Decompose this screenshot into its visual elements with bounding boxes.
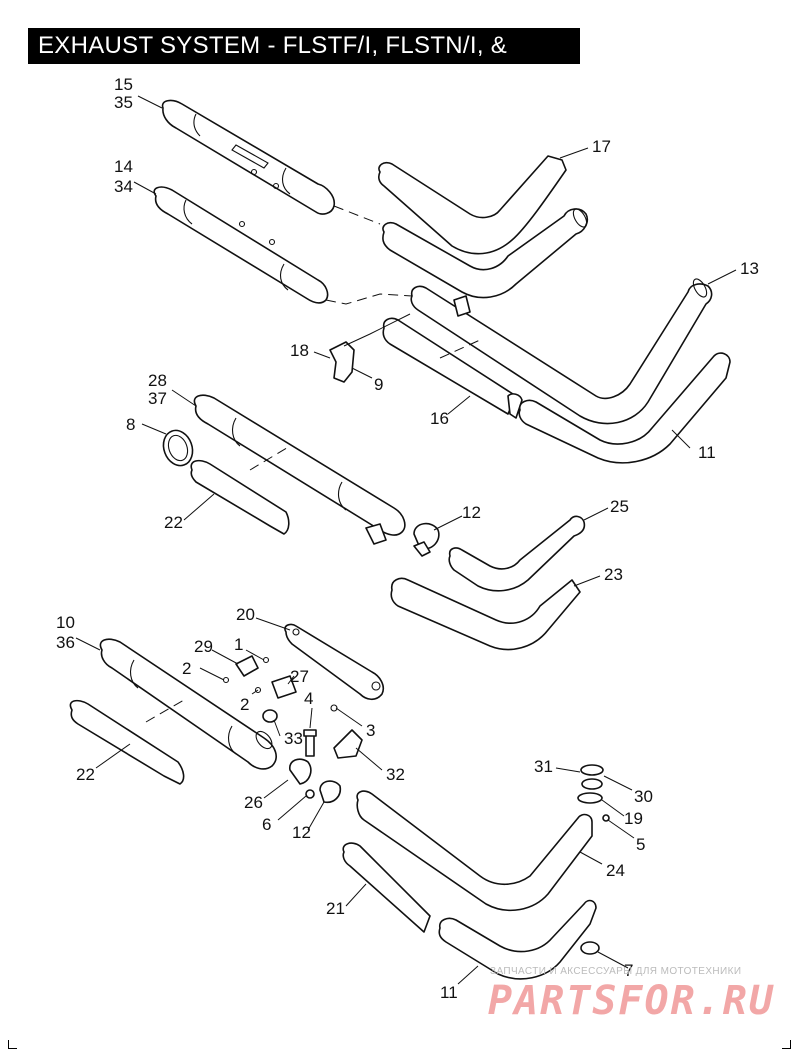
callout-32: 32 (386, 765, 405, 784)
callout-21: 21 (326, 899, 345, 918)
callout-13: 13 (740, 259, 759, 278)
callout-5: 5 (636, 835, 645, 854)
callout-22-lower: 22 (76, 765, 95, 784)
callout-23: 23 (604, 565, 623, 584)
heat-shield-22-upper (190, 459, 290, 535)
diagram-title: EXHAUST SYSTEM - FLSTF/I, FLSTN/I, & FXS… (28, 28, 580, 95)
callout-11-upper: 11 (698, 443, 716, 462)
callout-35: 35 (114, 93, 133, 112)
leader-lines (75, 95, 737, 985)
callout-12-lower: 12 (292, 823, 311, 842)
callout-3: 3 (366, 721, 375, 740)
callout-12-upper: 12 (462, 503, 481, 522)
clamp-12-lower (319, 780, 342, 804)
callout-31: 31 (534, 757, 553, 776)
callout-14: 14 (114, 157, 133, 176)
watermark-caption: ЗАПЧАСТИ И АКСЕССУАРЫ ДЛЯ МОТОТЕХНИКИ (490, 966, 742, 977)
header-pipe-rear (378, 155, 589, 299)
clamp-26 (289, 758, 312, 785)
callout-15: 15 (114, 75, 133, 94)
callout-25: 25 (610, 497, 629, 516)
clamp-12-upper (413, 522, 440, 557)
corner-mark-bottom-right (782, 1040, 791, 1049)
watermark-logo: PARTSFOR.RU (488, 978, 775, 1024)
callout-34: 34 (114, 177, 133, 196)
callout-28: 28 (148, 371, 167, 390)
small-hardware (222, 656, 610, 822)
callout-1: 1 (234, 635, 243, 654)
header-pipe-24 (356, 790, 593, 912)
clamp-7 (580, 941, 600, 955)
heat-shield-16 (382, 317, 523, 419)
callout-11-lower: 11 (440, 983, 458, 1002)
heat-shield-22-lower (69, 699, 185, 785)
callout-6: 6 (262, 815, 271, 834)
callout-4: 4 (304, 689, 313, 708)
corner-mark-bottom-left (8, 1040, 17, 1049)
callout-29: 29 (194, 637, 213, 656)
callout-24: 24 (606, 861, 625, 880)
hose-clamp-8 (162, 429, 194, 467)
callout-2-right: 2 (240, 695, 249, 714)
callout-27: 27 (290, 667, 309, 686)
callout-36: 36 (56, 633, 75, 652)
callout-19: 19 (624, 809, 643, 828)
callout-2-left: 2 (182, 659, 191, 678)
heat-shield-11-lower (438, 899, 597, 980)
brace-20 (284, 623, 385, 701)
muffler-lower (99, 638, 277, 770)
callout-33: 33 (284, 729, 303, 748)
callout-37: 37 (148, 389, 167, 408)
muffler-middle (193, 394, 406, 545)
callout-17: 17 (592, 137, 611, 156)
muffler-upper-rear (161, 99, 336, 215)
bracket-18 (329, 313, 411, 383)
callout-8: 8 (126, 415, 135, 434)
callout-22-upper: 22 (164, 513, 183, 532)
callout-10: 10 (56, 613, 75, 632)
callout-7: 7 (624, 961, 633, 980)
callout-9: 9 (374, 375, 383, 394)
callout-30: 30 (634, 787, 653, 806)
heat-shield-21 (342, 842, 431, 933)
muffler-upper-front (153, 186, 329, 304)
header-pipe-25 (448, 515, 586, 592)
callout-20: 20 (236, 605, 255, 624)
callout-16: 16 (430, 409, 449, 428)
gaskets-30-31-19 (577, 764, 604, 804)
header-pipe-front (410, 278, 713, 425)
callout-26: 26 (244, 793, 263, 812)
bracket-32 (333, 729, 363, 759)
header-pipe-23 (390, 577, 581, 651)
bracket-29 (235, 655, 259, 677)
callout-18: 18 (290, 341, 309, 360)
